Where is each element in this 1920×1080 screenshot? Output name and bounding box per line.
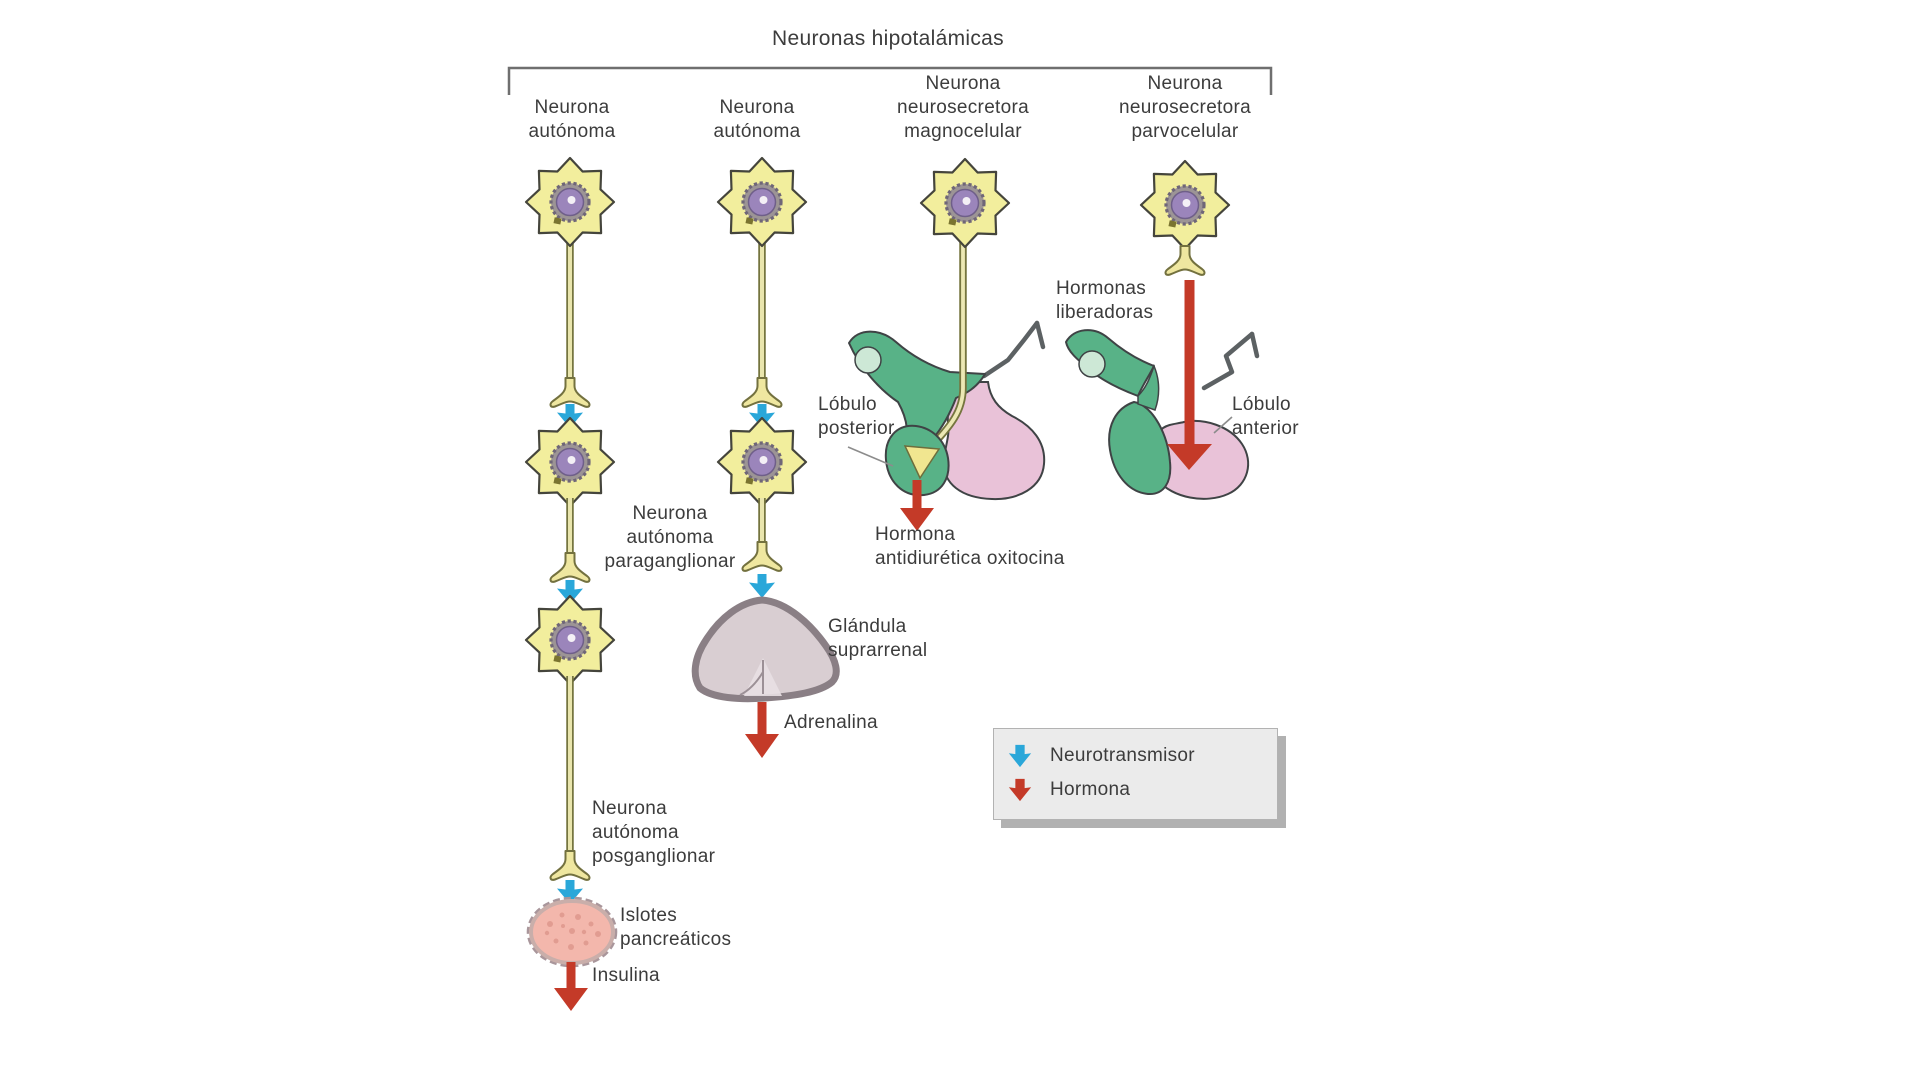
legend-label-neurotransmitter: Neurotransmisor <box>1050 745 1195 766</box>
col3-axon-terminal <box>903 445 941 480</box>
insulin-arrow <box>554 962 588 1011</box>
pancreatic-islet <box>526 896 618 968</box>
diagram-title: Neuronas hipotalámicas <box>772 27 1004 50</box>
red-down-arrow-icon <box>1008 778 1032 802</box>
label-releasing-hormones: Hormonas liberadoras <box>1056 278 1154 323</box>
third-ventricle-outline-col4-tick <box>1249 331 1260 359</box>
col3-neuron <box>919 157 1011 249</box>
col2-axon-terminal-2 <box>741 541 783 572</box>
posterior-lobe-col4 <box>1108 400 1172 496</box>
col2-neuron-2 <box>716 416 808 508</box>
col2-neuron-1 <box>716 156 808 248</box>
col4-axon-terminal <box>1164 245 1206 276</box>
label-posterior-lobe: Lóbulo posterior <box>818 394 895 439</box>
column-header-autonomic-1: Neurona autónoma <box>528 97 616 142</box>
label-paraganglionic-neuron: Neurona autónoma paraganglionar <box>604 503 736 572</box>
legend-row-neurotransmitter: Neurotransmisor <box>1006 739 1265 773</box>
adh-oxytocin-arrow <box>900 480 934 531</box>
col1-neuron-1 <box>524 156 616 248</box>
legend-label-hormone: Hormona <box>1050 779 1131 800</box>
third-ventricle-outline-col4 <box>1201 331 1255 391</box>
adrenaline-arrow <box>745 702 779 758</box>
label-adrenal-gland: Glándula suprarrenal <box>828 616 928 661</box>
col1-axon-terminal-2 <box>549 552 591 583</box>
third-ventricle-outline <box>981 320 1040 379</box>
legend-row-hormone: Hormona <box>1006 773 1265 807</box>
legend: Neurotransmisor Hormona <box>993 728 1278 820</box>
column-header-autonomic-2: Neurona autónoma <box>713 97 801 142</box>
label-insulin: Insulina <box>592 965 660 986</box>
label-anterior-lobe: Lóbulo anterior <box>1232 394 1299 439</box>
label-adh-oxytocin: Hormona antidiurética oxitocina <box>875 524 1065 569</box>
label-adrenaline: Adrenalina <box>784 712 878 733</box>
pituitary-stalk-col4 <box>1137 363 1160 411</box>
label-postganglionic-neuron: Neurona autónoma posganglionar <box>592 798 716 867</box>
hypothalamic-nucleus-col4 <box>1078 350 1106 378</box>
col2-pathway <box>691 156 840 758</box>
col4-neuron <box>1139 159 1231 251</box>
adrenal-gland <box>691 596 840 703</box>
anterior-lobe-pointer-line <box>1213 416 1233 434</box>
hypothalamic-bracket <box>507 66 1273 95</box>
col4-pathway <box>1065 159 1260 500</box>
col2-axon-terminal-1 <box>741 377 783 408</box>
col1-neuron-2 <box>524 416 616 508</box>
hypothalamic-nucleus-col3 <box>854 346 882 374</box>
col1-axon-terminal-1 <box>549 377 591 408</box>
blue-down-arrow-icon <box>1008 744 1032 768</box>
col1-neuron-3 <box>524 594 616 686</box>
col2-neurotransmitter-arrow-2 <box>749 574 775 598</box>
posterior-lobe-pointer-line <box>847 446 894 467</box>
column-header-magnocellular: Neurona neurosecretora magnocelular <box>897 73 1029 142</box>
col1-pathway <box>524 156 618 1011</box>
third-ventricle-outline-tick <box>1034 320 1046 350</box>
col1-axon-terminal-3 <box>549 850 591 881</box>
hypothalamus-floor-col3 <box>848 330 986 467</box>
label-pancreatic-islets: Islotes pancreáticos <box>620 905 732 950</box>
releasing-hormones-arrow <box>1167 280 1212 470</box>
col3-pathway <box>847 157 1046 531</box>
column-header-parvocellular: Neurona neurosecretora parvocelular <box>1119 73 1251 142</box>
